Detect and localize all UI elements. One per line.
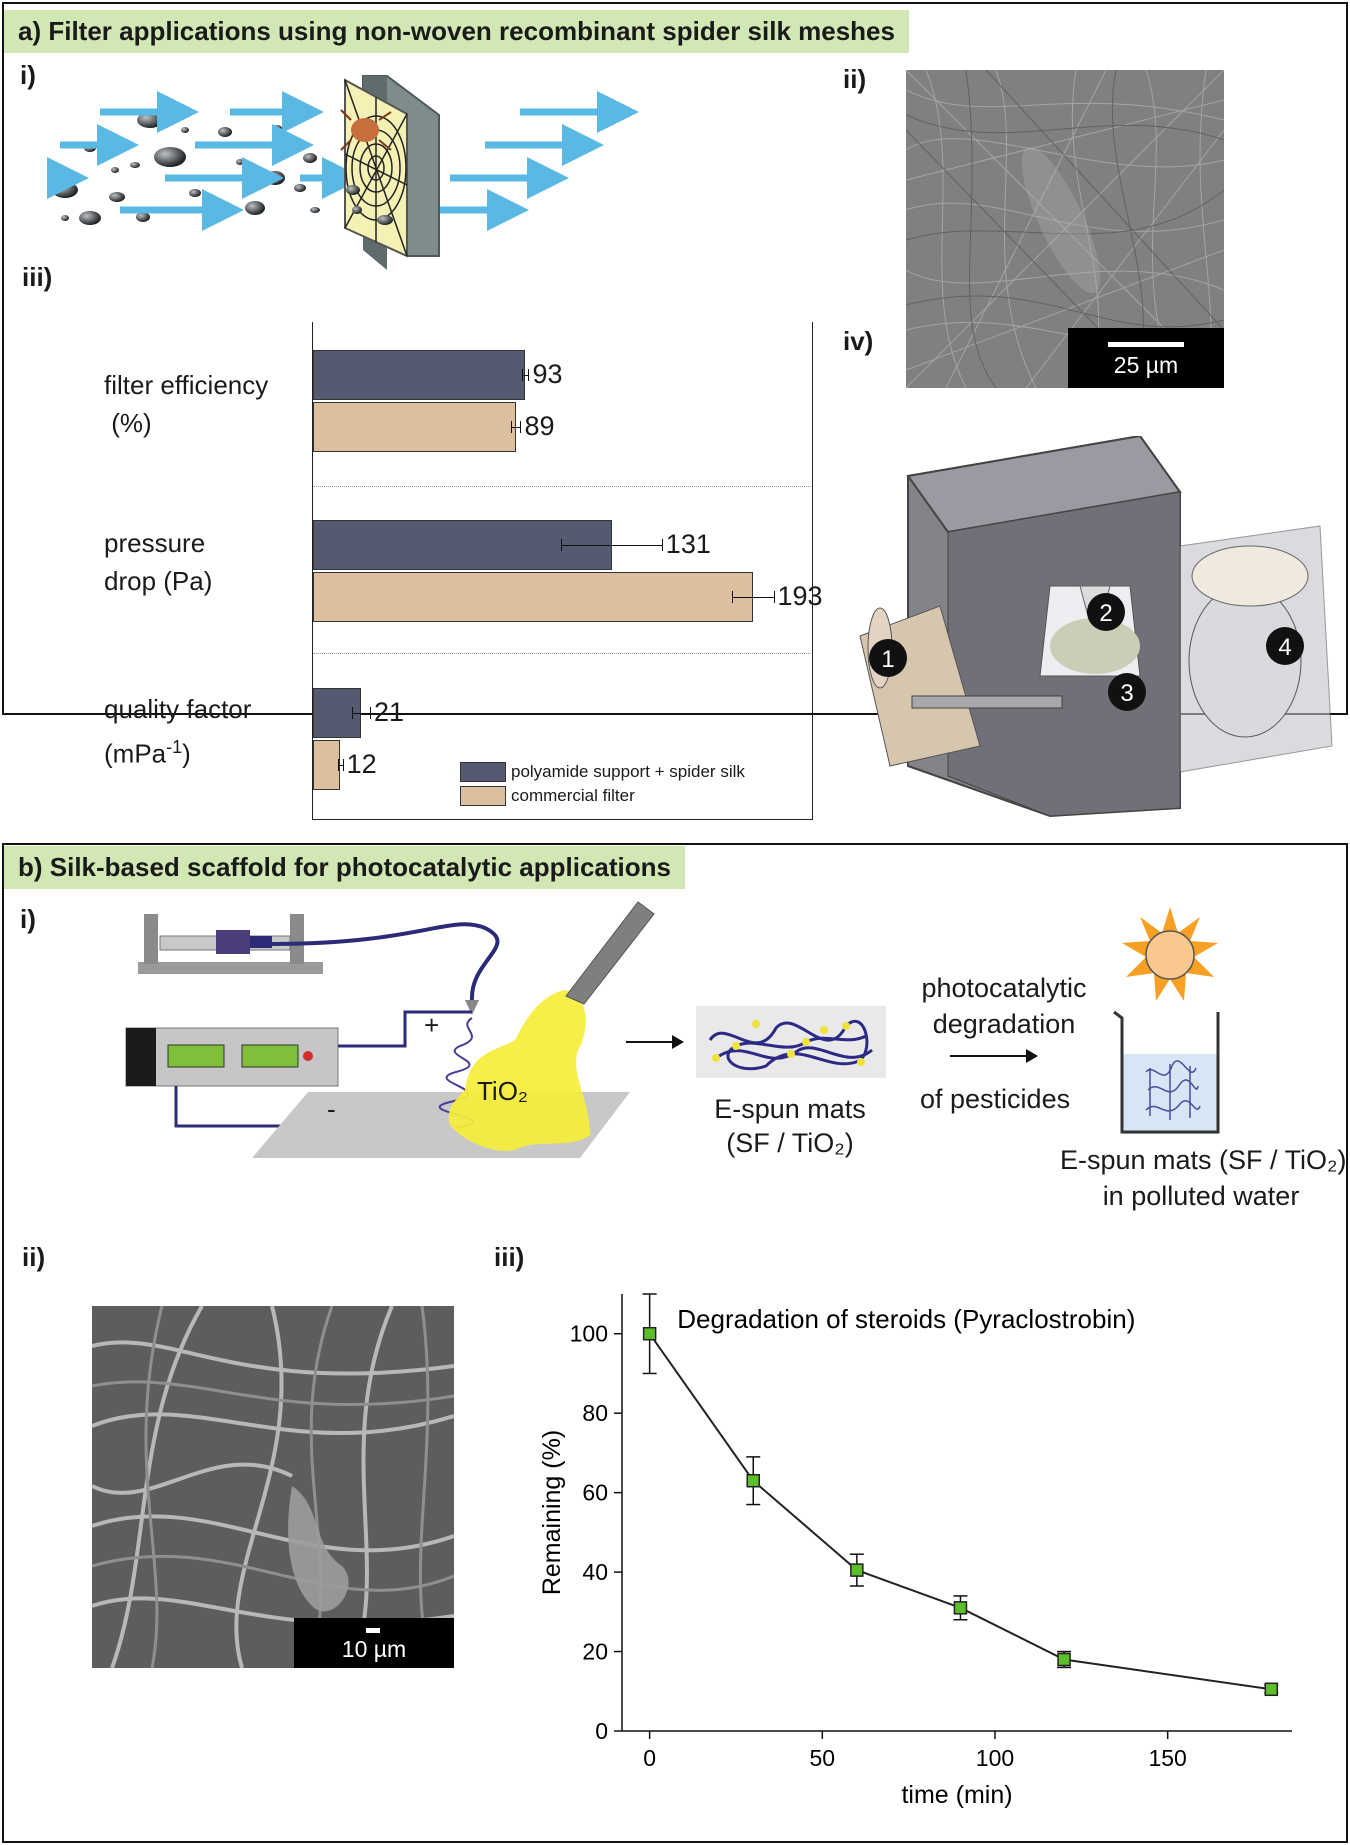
x-axis-label: time (min) <box>901 1781 1012 1809</box>
scale-line <box>366 1628 380 1633</box>
sub-b-iii-label: iii) <box>494 1242 525 1272</box>
machine-label-2: 2 <box>1099 600 1112 627</box>
machine-label-4: 4 <box>1278 634 1291 661</box>
legend-swatch-series-1 <box>460 762 506 782</box>
mats-label-line-1: E-spun mats <box>714 1094 866 1124</box>
section-b-panel <box>2 843 1348 1843</box>
category-label-filter-efficiency: filter efficiency (%) <box>104 366 268 442</box>
data-point <box>642 1326 657 1341</box>
y-tick-label: 80 <box>582 1400 608 1426</box>
error-cap <box>338 759 340 771</box>
category-label-line: filter efficiency <box>104 370 269 400</box>
x-tick-label: 0 <box>643 1745 656 1771</box>
y-tick-label: 0 <box>595 1718 608 1744</box>
electrospinning-schematic <box>125 901 655 1158</box>
scale-line <box>1108 342 1184 347</box>
data-point <box>850 1563 864 1577</box>
sun-icon <box>1122 907 1218 1001</box>
sub-b-i-label: i) <box>20 904 36 934</box>
process-text: photocatalytic degradation <box>904 970 1104 1042</box>
error-cap <box>342 759 344 771</box>
y-tick-label: 20 <box>582 1639 608 1665</box>
chart-title: Degradation of steroids (Pyraclostrobin) <box>677 1304 1135 1334</box>
sub-b-ii-label: ii) <box>22 1242 46 1272</box>
power-supply <box>125 1027 339 1087</box>
electrospinning-machine-illustration: 1 2 3 4 <box>859 436 1333 818</box>
series-line <box>648 1333 1272 1691</box>
unit-text: (mPa <box>104 738 167 769</box>
category-label-line: (%) <box>104 408 152 438</box>
minus-electrode-label: - <box>327 1094 336 1124</box>
sem-image-silk-scaffold: 10 µm <box>92 1306 454 1668</box>
x-tick-label: 50 <box>810 1745 836 1771</box>
section-a-header: a) Filter applications using non-woven r… <box>4 10 909 53</box>
arrow-to-beaker <box>950 1049 1038 1063</box>
y-axis-label: Remaining (%) <box>538 1430 566 1595</box>
espun-mats-illustration <box>696 1006 886 1078</box>
category-label-line: (mPa-1) <box>104 728 251 773</box>
sub-a-iv-label: iv) <box>843 326 874 356</box>
category-label-line: drop (Pa) <box>104 566 213 596</box>
legend-label-series-2: commercial filter <box>511 786 635 805</box>
category-label-pressure-drop: pressure drop (Pa) <box>104 524 212 600</box>
x-tick-label: 150 <box>1148 1745 1186 1771</box>
unit-text-close: ) <box>182 738 191 769</box>
data-point <box>1264 1682 1279 1697</box>
data-point <box>1057 1652 1071 1667</box>
scale-label: 10 µm <box>341 1636 407 1662</box>
legend: polyamide support + spider silk commerci… <box>460 760 800 808</box>
legend-swatch-series-2 <box>460 786 506 806</box>
mats-label: E-spun mats (SF / TiO₂) <box>700 1092 880 1160</box>
syringe-pump <box>138 914 323 974</box>
data-point <box>746 1473 760 1488</box>
category-label-quality-factor: quality factor (mPa-1) <box>104 690 251 773</box>
tio2-cloud <box>448 990 590 1151</box>
sub-a-ii-label: ii) <box>843 64 867 94</box>
plus-electrode-label: + <box>424 1010 440 1040</box>
process-line-3: of pesticides <box>920 1084 1071 1114</box>
tio2-label: TiO₂ <box>477 1076 529 1106</box>
beaker-label-line-1: E-spun mats (SF / TiO₂) <box>1060 1145 1347 1175</box>
sem-scaffold-texture <box>92 1306 454 1668</box>
error-bar <box>338 765 343 766</box>
process-line-1: photocatalytic <box>921 973 1087 1003</box>
scale-label: 25 µm <box>1113 352 1179 378</box>
sub-a-i-label: i) <box>20 60 36 90</box>
filter-frame <box>340 75 440 270</box>
beaker-label-line-2: in polluted water <box>1102 1181 1300 1211</box>
data-point <box>953 1601 968 1615</box>
sem-scale-bar: 10 µm <box>294 1618 454 1668</box>
bar-commercial-2 <box>313 740 341 790</box>
section-b-header: b) Silk-based scaffold for photocatalyti… <box>4 846 685 889</box>
sem-image-spider-silk-mesh: 25 µm <box>906 70 1224 388</box>
y-tick-label: 100 <box>570 1321 608 1347</box>
category-label-line: pressure <box>104 528 206 558</box>
x-tick-label: 100 <box>976 1745 1014 1771</box>
sub-a-iii-label: iii) <box>22 262 53 292</box>
beaker-label: E-spun mats (SF / TiO₂) in polluted wate… <box>1060 1142 1347 1214</box>
y-tick-label: 40 <box>582 1559 608 1585</box>
process-line-2: degradation <box>932 1009 1076 1039</box>
arrow-to-mats <box>626 1035 684 1049</box>
tubing <box>271 922 500 1001</box>
sem-scale-bar: 25 µm <box>1068 328 1224 388</box>
machine-label-3: 3 <box>1120 680 1133 707</box>
machine-label-1: 1 <box>881 646 894 673</box>
category-label-line: quality factor <box>104 694 252 724</box>
legend-label-series-1: polyamide support + spider silk <box>511 762 745 781</box>
beaker-icon <box>1113 1010 1220 1134</box>
unit-superscript: -1 <box>166 737 183 757</box>
degradation-line-chart: 0 20 40 60 80 100 0 50 100 150 time (min) Remaining… <box>538 1293 1292 1809</box>
section-a-panel <box>2 2 1348 715</box>
filter-illustration <box>47 75 639 270</box>
y-tick-label: 60 <box>582 1480 608 1506</box>
bar-value-label: 12 <box>346 749 377 779</box>
mats-label-line-2: (SF / TiO₂) <box>726 1128 854 1158</box>
